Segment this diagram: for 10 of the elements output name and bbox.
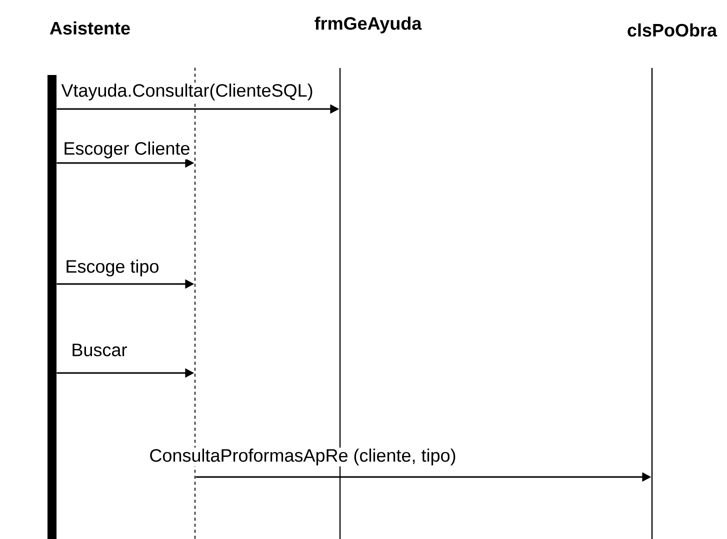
node-label: clsPoObra	[628, 23, 718, 37]
node-label: frmGeAyuda	[314, 16, 422, 34]
node-label: Asistente	[50, 21, 130, 35]
lifeline	[194, 67, 196, 539]
edge-label: Escoger Cliente	[62, 140, 192, 160]
edge-label: Escoge tipo	[64, 258, 160, 278]
edge-label: Vtayuda.Consultar(ClienteSQL)	[60, 82, 314, 102]
edge-label: ConsultaProformasApRe (cliente, tipo)	[148, 448, 458, 466]
lifeline: clsPoObra	[628, 23, 718, 539]
edge-label: Buscar	[70, 342, 128, 358]
